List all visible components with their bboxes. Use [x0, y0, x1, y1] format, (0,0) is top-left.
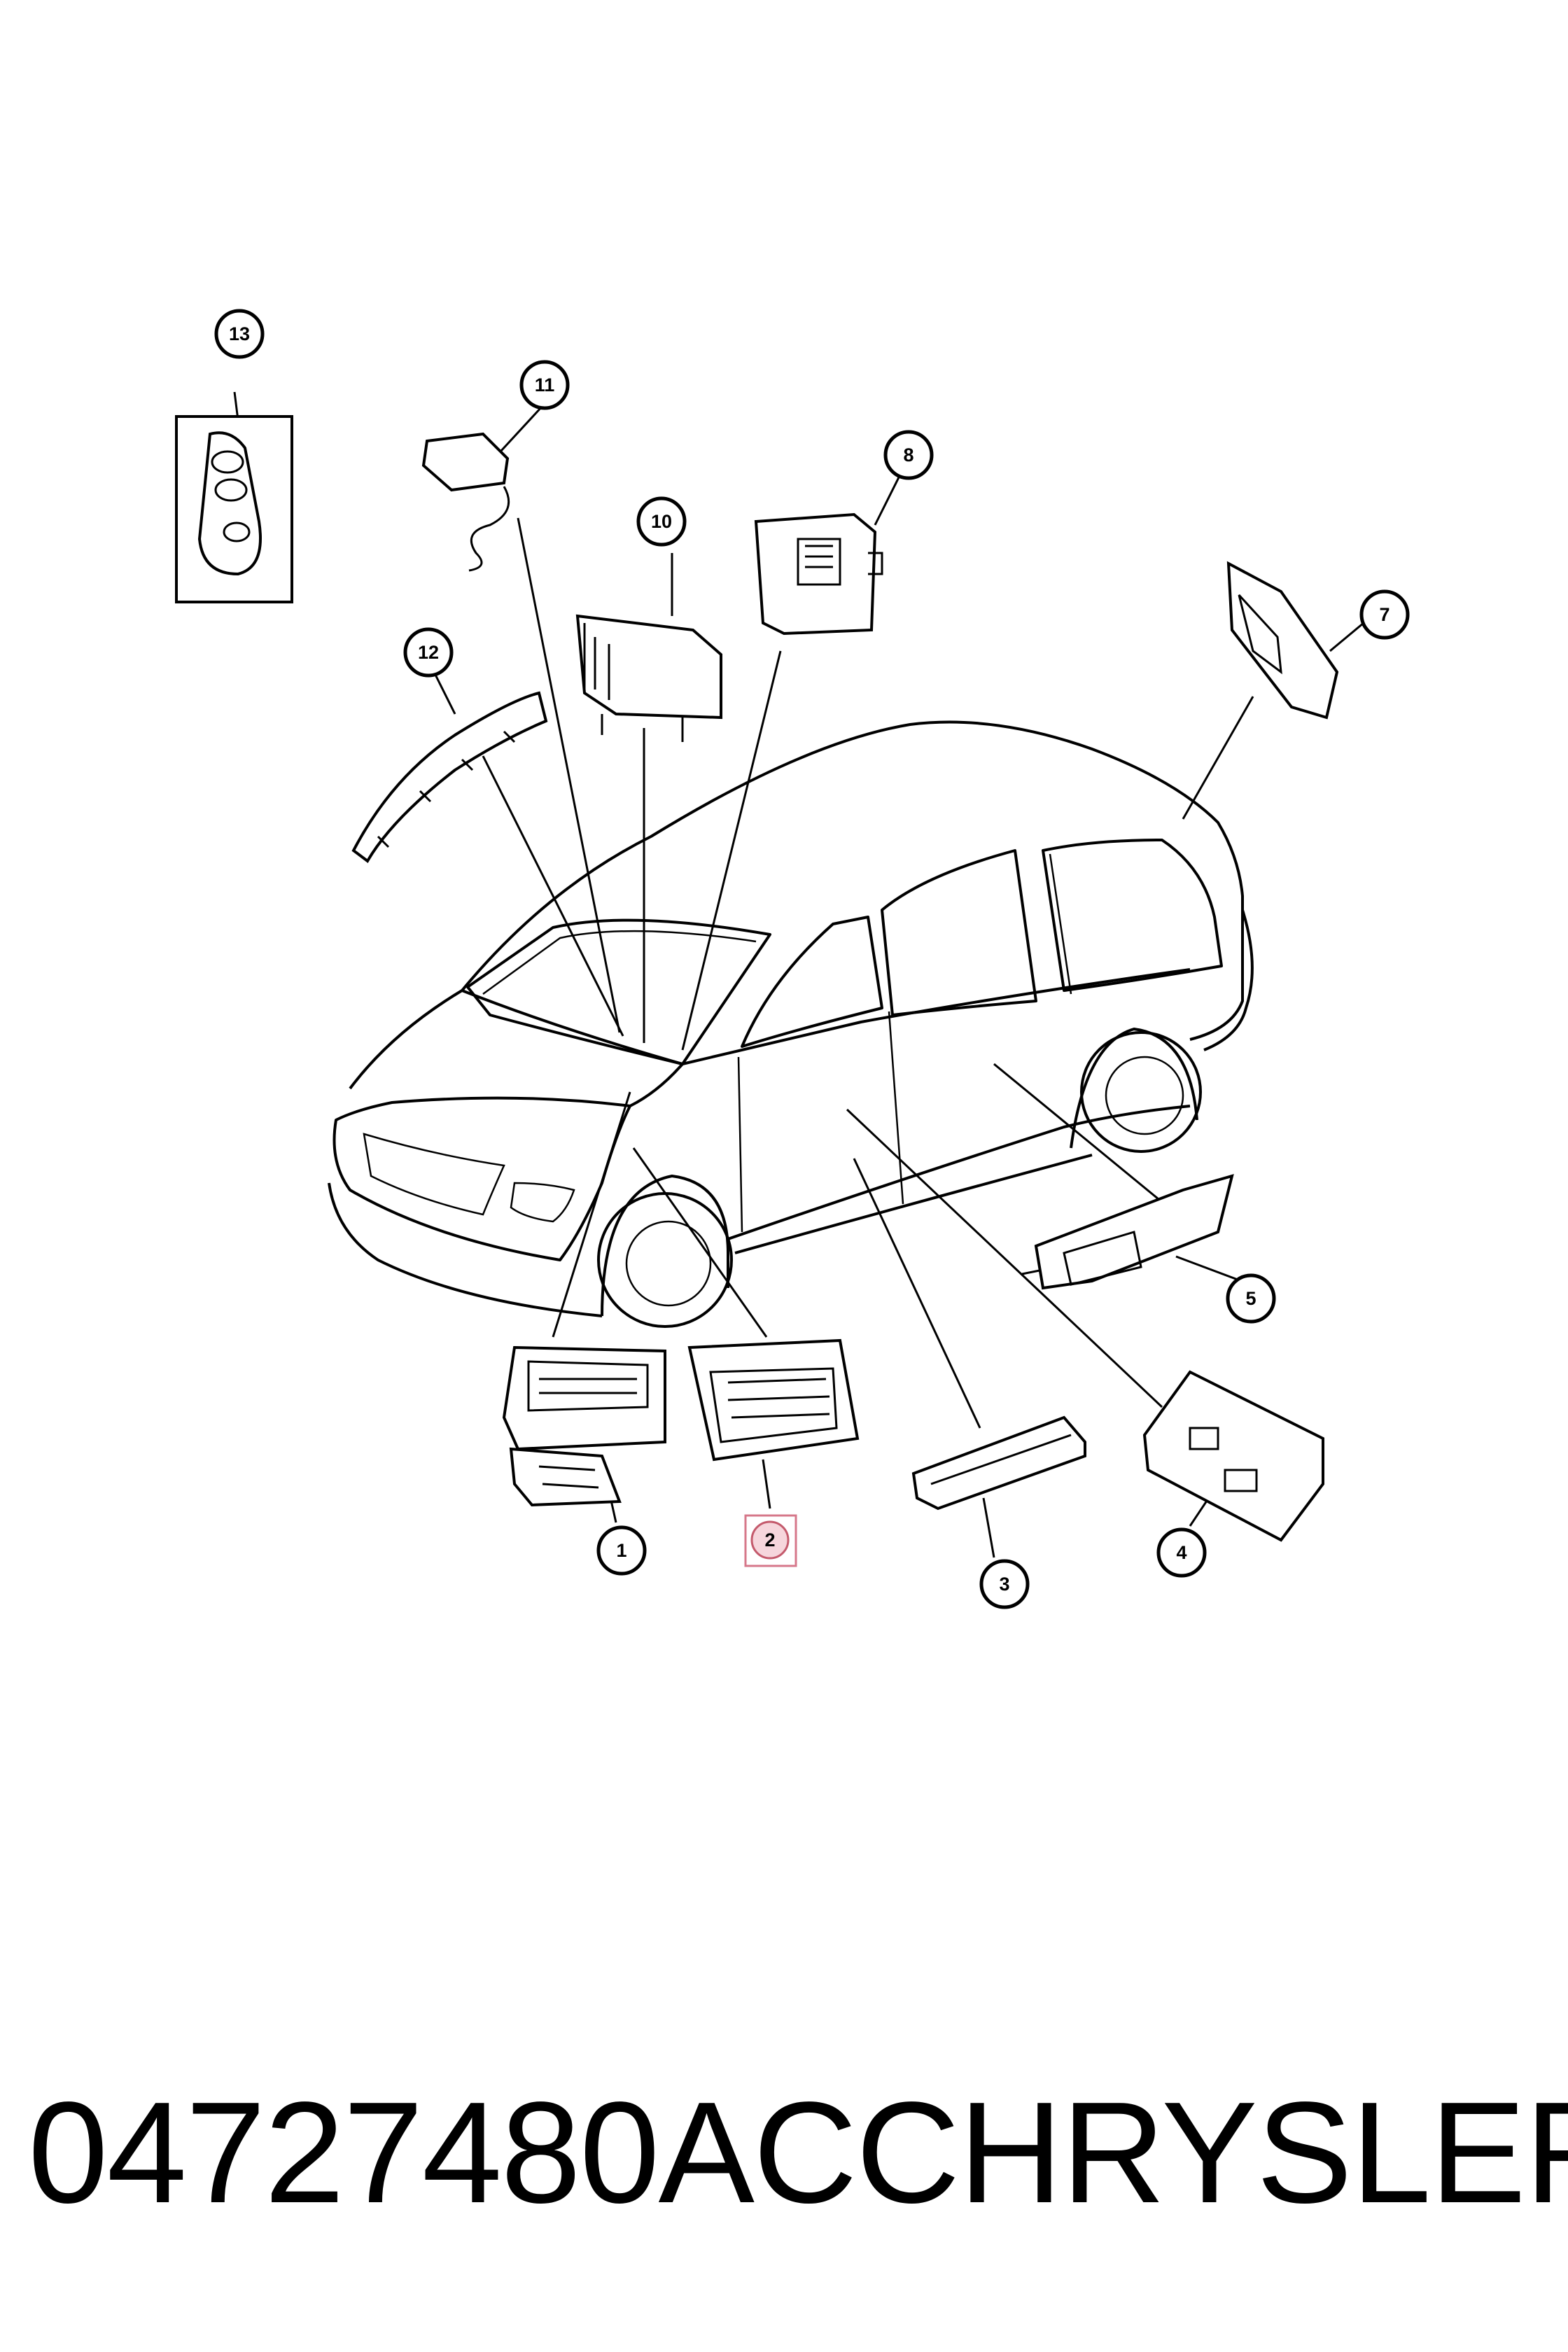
callout-circle — [214, 309, 265, 359]
callout-8: 8 — [883, 430, 934, 480]
part-1-control-module — [502, 1345, 666, 1507]
callout-13: 13 — [214, 309, 265, 359]
callout-label: 8 — [903, 444, 913, 465]
callout-label: 5 — [1245, 1288, 1256, 1309]
highlight-box — [744, 1514, 797, 1567]
part-8-module — [754, 512, 883, 636]
part-10-module — [575, 614, 722, 742]
callout-circle — [1359, 589, 1410, 640]
part-13-key-fob — [175, 415, 293, 603]
minivan-illustration — [328, 720, 1254, 1328]
callout-label: 11 — [535, 374, 555, 396]
part-7-module — [1226, 561, 1339, 720]
callout-label: 2 — [764, 1530, 775, 1550]
brand-name: CHRYSLER — [855, 2071, 1568, 2233]
part-2-engine-control-module — [687, 1338, 860, 1462]
callout-circle — [1156, 1527, 1207, 1578]
callout-label: 1 — [616, 1540, 626, 1561]
callout-circle — [1226, 1273, 1276, 1324]
callout-11: 11 — [519, 360, 570, 410]
callout-circle — [979, 1559, 1030, 1609]
callout-2: 2 — [750, 1520, 790, 1560]
part-4-module — [1142, 1370, 1324, 1542]
callout-label: 7 — [1379, 604, 1390, 625]
callout-label: 12 — [418, 642, 439, 663]
part-11-sensor — [421, 432, 510, 572]
callout-3: 3 — [979, 1559, 1030, 1609]
part-3-module — [911, 1415, 1086, 1511]
callout-circle — [883, 430, 934, 480]
callout-label: 10 — [651, 511, 672, 532]
callout-7: 7 — [1359, 589, 1410, 640]
part-number: 04727480AC — [28, 2071, 858, 2233]
caption: 04727480AC CHRYSLER — [28, 2071, 1568, 2233]
leader-lines — [233, 391, 1373, 1558]
part-12-bracket — [351, 691, 548, 863]
callout-circle — [519, 360, 570, 410]
callout-label: 3 — [999, 1574, 1009, 1595]
callout-circle — [403, 627, 454, 678]
callout-4: 4 — [1156, 1527, 1207, 1578]
callout-10: 10 — [636, 496, 687, 547]
callout-12: 12 — [403, 627, 454, 678]
callout-circle — [636, 496, 687, 547]
part-5-module — [1021, 1174, 1234, 1290]
callout-5: 5 — [1226, 1273, 1276, 1324]
callout-label: 13 — [229, 323, 250, 344]
callout-label: 4 — [1176, 1542, 1186, 1563]
callout-circle — [750, 1520, 790, 1560]
callout-1: 1 — [596, 1525, 647, 1576]
callout-circle — [596, 1525, 647, 1576]
